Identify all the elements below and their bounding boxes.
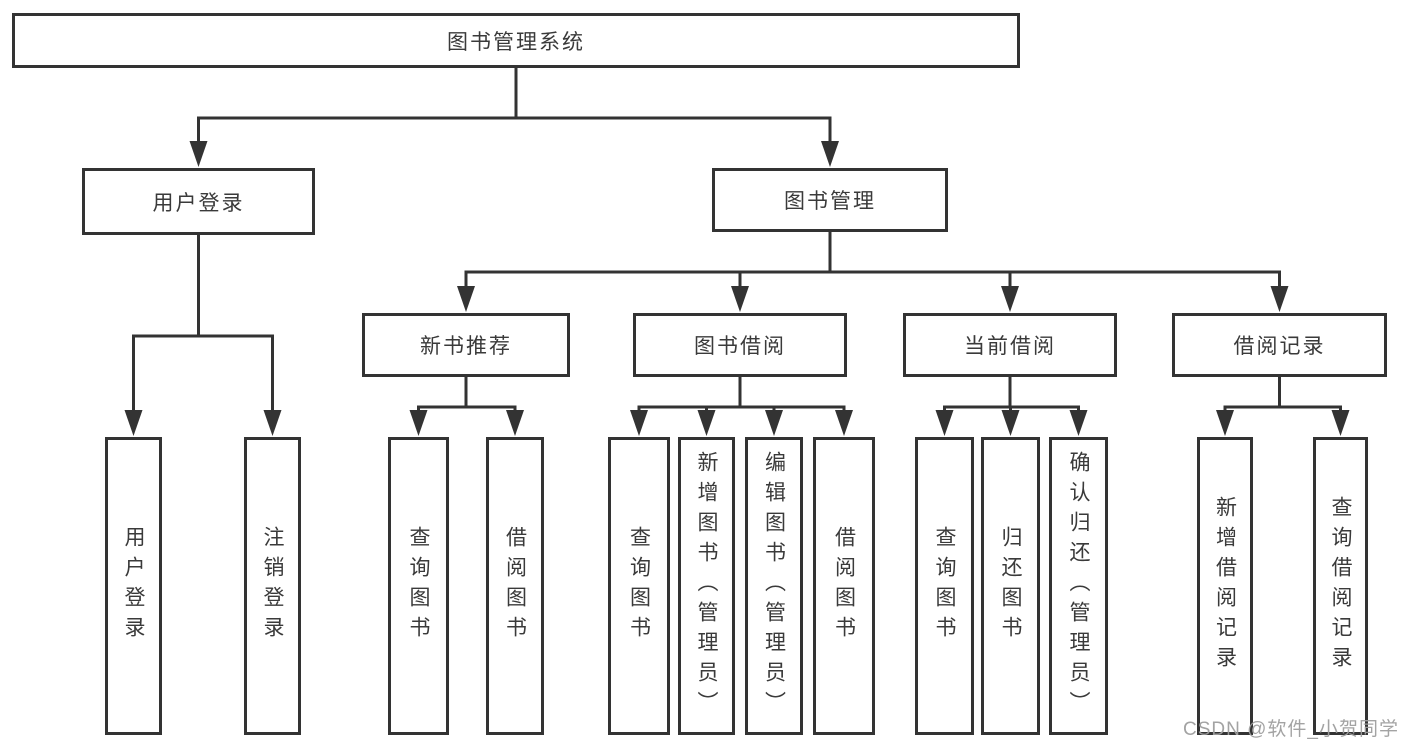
- leaf-borrow-books: 借阅图书: [813, 437, 875, 735]
- arrowhead-icon: [630, 410, 648, 436]
- leaf-edit-books-admin: 编辑图书（管理员）: [745, 437, 803, 735]
- node-label: 用户登录: [152, 191, 245, 215]
- arrowhead-icon: [506, 410, 524, 436]
- arrowhead-icon: [189, 141, 208, 167]
- arrowhead-icon: [765, 410, 783, 436]
- arrowhead-icon: [731, 286, 749, 312]
- node-label: 当前借阅: [964, 335, 1056, 358]
- node-label: 图书管理系统: [447, 30, 585, 54]
- csdn-watermark: CSDN @软件_小贺同学: [1183, 719, 1399, 740]
- leaf-logout: 注销登录: [244, 437, 301, 735]
- leaf-add-borrow-record: 新增借阅记录: [1197, 437, 1253, 735]
- leaf-return-books: 归还图书: [981, 437, 1040, 735]
- arrowhead-icon: [1216, 410, 1234, 436]
- node-library-management-system: 图书管理系统: [12, 13, 1020, 68]
- node-label: 图书管理: [784, 190, 876, 213]
- leaf-borrow-books-recommend: 借阅图书: [486, 437, 544, 735]
- arrowhead-icon: [935, 410, 954, 436]
- arrowhead-icon: [1069, 410, 1088, 436]
- arrowhead-icon: [821, 141, 839, 167]
- leaf-label: 用户登录: [122, 526, 145, 646]
- node-label: 新书推荐: [420, 335, 512, 358]
- leaf-query-books-recommend: 查询图书: [388, 437, 449, 735]
- leaf-query-books-borrow: 查询图书: [608, 437, 670, 735]
- node-user-login: 用户登录: [82, 168, 315, 235]
- node-label: 借阅记录: [1233, 335, 1326, 358]
- leaf-label: 归还图书: [999, 526, 1022, 646]
- leaf-user-login: 用户登录: [105, 437, 162, 735]
- arrowhead-icon: [1331, 410, 1350, 436]
- leaf-query-books-current: 查询图书: [915, 437, 974, 735]
- arrowhead-icon: [1001, 286, 1019, 312]
- leaf-label: 注销登录: [261, 526, 284, 646]
- node-current-borrowing: 当前借阅: [903, 313, 1117, 377]
- arrowhead-icon: [263, 410, 282, 436]
- leaf-label: 编辑图书（管理员）: [762, 451, 786, 721]
- node-book-management: 图书管理: [712, 168, 948, 232]
- leaf-label: 查询图书: [407, 526, 430, 646]
- leaf-label: 查询图书: [933, 526, 956, 646]
- leaf-label: 查询图书: [627, 526, 651, 646]
- leaf-label: 查询借阅记录: [1329, 496, 1352, 676]
- node-label: 图书借阅: [694, 335, 786, 358]
- leaf-label: 借阅图书: [832, 526, 856, 646]
- arrowhead-icon: [1001, 410, 1020, 436]
- leaf-query-borrow-record: 查询借阅记录: [1313, 437, 1368, 735]
- leaf-label: 借阅图书: [503, 526, 527, 646]
- arrowhead-icon: [1270, 286, 1289, 312]
- arrowhead-icon: [124, 410, 143, 436]
- leaf-label: 新增图书（管理员）: [695, 451, 718, 721]
- node-book-borrowing: 图书借阅: [633, 313, 847, 377]
- leaf-confirm-return-admin: 确认归还（管理员）: [1049, 437, 1108, 735]
- arrowhead-icon: [697, 410, 716, 436]
- leaf-add-books-admin: 新增图书（管理员）: [678, 437, 735, 735]
- leaf-label: 新增借阅记录: [1213, 496, 1237, 676]
- leaf-label: 确认归还（管理员）: [1067, 451, 1090, 721]
- node-borrowing-records: 借阅记录: [1172, 313, 1387, 377]
- arrowhead-icon: [835, 410, 853, 436]
- node-new-book-recommend: 新书推荐: [362, 313, 570, 377]
- arrowhead-icon: [409, 410, 428, 436]
- arrowhead-icon: [457, 286, 475, 312]
